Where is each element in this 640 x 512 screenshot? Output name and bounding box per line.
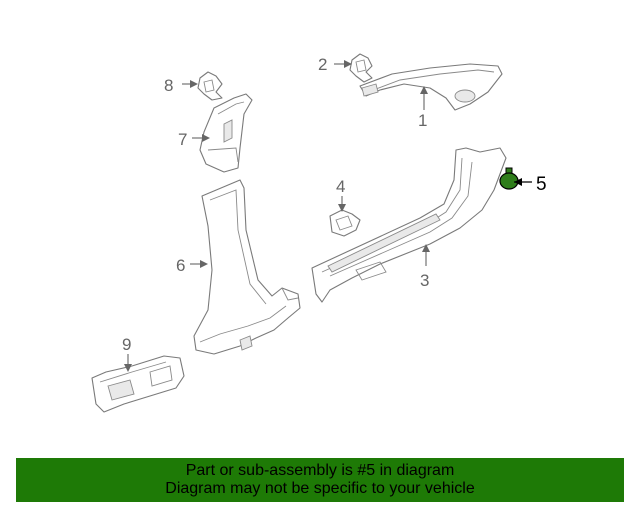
part-7-upper-pillar-trim[interactable] [199, 93, 253, 173]
part-5-fastener[interactable] [499, 167, 519, 190]
callout-1: 1 [418, 111, 427, 130]
callout-7: 7 [178, 130, 187, 149]
leader-lines [124, 60, 532, 372]
part-9-lower-trim[interactable] [91, 355, 185, 413]
part-1-upper-garnish[interactable] [359, 63, 503, 111]
part-2-clip[interactable] [349, 53, 373, 83]
callout-8: 8 [164, 76, 173, 95]
part-info-banner: Part or sub-assembly is #5 in diagram Di… [16, 458, 624, 502]
callout-6: 6 [176, 256, 185, 275]
callout-3: 3 [420, 271, 429, 290]
part-3-sill-plate[interactable] [311, 147, 507, 303]
callout-9: 9 [122, 335, 131, 354]
part-4-clip[interactable] [329, 209, 361, 237]
callout-2: 2 [318, 55, 327, 74]
banner-line-2: Diagram may not be specific to your vehi… [165, 480, 475, 497]
callout-5: 5 [536, 174, 547, 195]
banner-line-1: Part or sub-assembly is #5 in diagram [185, 462, 455, 479]
part-6-center-pillar-trim[interactable] [193, 179, 301, 355]
part-8-clip[interactable] [197, 71, 223, 101]
callout-4: 4 [336, 177, 345, 196]
parts-diagram: 1 2 3 4 5 6 7 8 9 [91, 53, 547, 413]
